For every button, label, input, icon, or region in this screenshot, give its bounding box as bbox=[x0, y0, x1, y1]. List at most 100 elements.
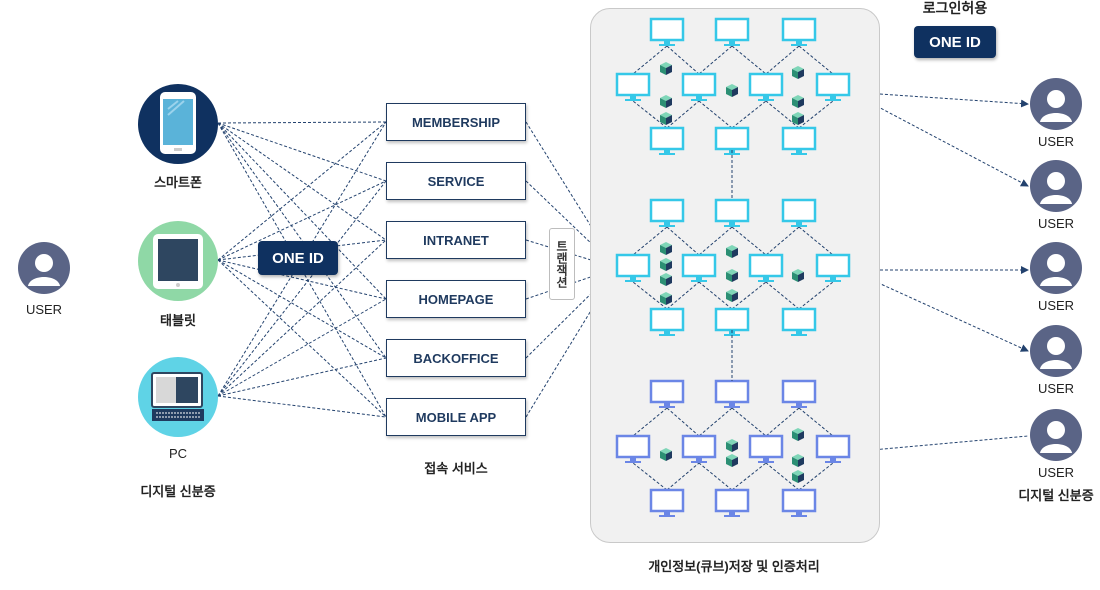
user-avatar-icon bbox=[18, 242, 70, 294]
right-user-label: USER bbox=[1037, 465, 1075, 480]
right-user-label: USER bbox=[1037, 298, 1075, 313]
right-user-4 bbox=[1028, 323, 1084, 379]
monitor-node-icon bbox=[714, 126, 750, 155]
connection-line bbox=[217, 259, 387, 359]
connection-line bbox=[525, 180, 618, 269]
service-homepage[interactable]: HOMEPAGE bbox=[386, 280, 526, 318]
monitor-node-icon bbox=[714, 488, 750, 517]
monitor-node-icon bbox=[815, 434, 851, 463]
smartphone-label: 스마트폰 bbox=[154, 175, 202, 190]
monitor-node-icon bbox=[714, 17, 750, 46]
data-cube-icon bbox=[726, 245, 738, 258]
monitor-node-icon bbox=[781, 126, 817, 155]
monitor-node-icon bbox=[615, 72, 651, 101]
monitor-node-icon bbox=[781, 488, 817, 517]
monitor-node-icon bbox=[714, 198, 750, 227]
transaction-label: 트랜잭션 bbox=[554, 240, 569, 288]
connection-line bbox=[217, 180, 387, 397]
login-one-id-badge: ONE ID bbox=[914, 26, 996, 58]
monitor-node-icon bbox=[649, 198, 685, 227]
connection-line bbox=[217, 298, 387, 397]
digital-id-right-label: 디지털 신분증 bbox=[1018, 488, 1094, 503]
right-user-label: USER bbox=[1037, 381, 1075, 396]
data-cube-icon bbox=[660, 258, 672, 271]
connection-line bbox=[217, 180, 387, 261]
right-user-3 bbox=[1028, 240, 1084, 296]
monitor-node-icon bbox=[649, 379, 685, 408]
data-cube-icon bbox=[792, 428, 804, 441]
login-allowed-title: 로그인허용 bbox=[922, 0, 988, 16]
pc-device bbox=[138, 357, 218, 437]
monitor-node-icon bbox=[649, 488, 685, 517]
monitor-node-icon bbox=[681, 253, 717, 282]
service-backoffice[interactable]: BACKOFFICE bbox=[386, 339, 526, 377]
service-membership[interactable]: MEMBERSHIP bbox=[386, 103, 526, 141]
user-avatar-icon bbox=[1030, 409, 1082, 461]
monitor-node-icon bbox=[748, 434, 784, 463]
data-cube-icon bbox=[726, 454, 738, 467]
user-avatar-icon bbox=[1030, 78, 1082, 130]
monitor-node-icon bbox=[615, 434, 651, 463]
connection-line bbox=[217, 122, 387, 359]
data-cube-icon bbox=[660, 112, 672, 125]
monitor-node-icon bbox=[714, 379, 750, 408]
monitor-node-icon bbox=[815, 253, 851, 282]
data-cube-icon bbox=[792, 66, 804, 79]
user-avatar-icon bbox=[1030, 242, 1082, 294]
connection-line bbox=[217, 121, 387, 124]
monitor-node-icon bbox=[781, 198, 817, 227]
monitor-node-icon bbox=[649, 17, 685, 46]
data-cube-icon bbox=[660, 95, 672, 108]
monitor-node-icon bbox=[615, 253, 651, 282]
pc-icon bbox=[151, 372, 204, 421]
right-user-label: USER bbox=[1037, 216, 1075, 231]
data-cube-icon bbox=[792, 112, 804, 125]
data-cube-icon bbox=[792, 470, 804, 483]
monitor-node-icon bbox=[748, 72, 784, 101]
smartphone-icon bbox=[160, 92, 196, 154]
right-user-1 bbox=[1028, 76, 1084, 132]
storage-caption: 개인정보(큐브)저장 및 인증처리 bbox=[648, 559, 820, 574]
connection-line bbox=[217, 121, 387, 261]
connection-line bbox=[217, 239, 387, 397]
connection-line bbox=[217, 122, 387, 418]
service-intranet[interactable]: INTRANET bbox=[386, 221, 526, 259]
smartphone-device bbox=[138, 84, 218, 164]
monitor-node-icon bbox=[748, 253, 784, 282]
tablet-icon bbox=[153, 234, 203, 289]
tablet-label: 태블릿 bbox=[160, 313, 196, 328]
data-cube-icon bbox=[726, 439, 738, 452]
user-avatar-icon bbox=[1030, 160, 1082, 212]
monitor-node-icon bbox=[781, 307, 817, 336]
monitor-node-icon bbox=[649, 126, 685, 155]
data-cube-icon bbox=[660, 62, 672, 75]
connection-line bbox=[217, 122, 387, 300]
one-id-badge: ONE ID bbox=[258, 241, 338, 275]
data-cube-icon bbox=[792, 269, 804, 282]
data-cube-icon bbox=[726, 289, 738, 302]
transaction-tag: 트랜잭션 bbox=[549, 228, 575, 300]
right-user-5 bbox=[1028, 407, 1084, 463]
service-service[interactable]: SERVICE bbox=[386, 162, 526, 200]
monitor-node-icon bbox=[815, 72, 851, 101]
connection-line bbox=[217, 122, 387, 182]
digital-id-left-label: 디지털 신분증 bbox=[140, 484, 216, 499]
connection-line bbox=[217, 259, 387, 300]
data-cube-icon bbox=[792, 454, 804, 467]
services-caption: 접속 서비스 bbox=[424, 461, 488, 476]
monitor-node-icon bbox=[781, 379, 817, 408]
data-cube-icon bbox=[792, 95, 804, 108]
monitor-node-icon bbox=[681, 72, 717, 101]
user-avatar-icon bbox=[1030, 325, 1082, 377]
blockchain-network bbox=[615, 17, 851, 517]
connection-line bbox=[849, 91, 1029, 187]
data-cube-icon bbox=[726, 269, 738, 282]
monitor-node-icon bbox=[781, 17, 817, 46]
connection-line bbox=[217, 122, 387, 241]
data-cube-icon bbox=[660, 448, 672, 461]
service-mobile-app[interactable]: MOBILE APP bbox=[386, 398, 526, 436]
data-cube-icon bbox=[660, 292, 672, 305]
left-user-label: USER bbox=[25, 302, 63, 317]
connection-line bbox=[217, 239, 387, 261]
data-cube-icon bbox=[660, 273, 672, 286]
